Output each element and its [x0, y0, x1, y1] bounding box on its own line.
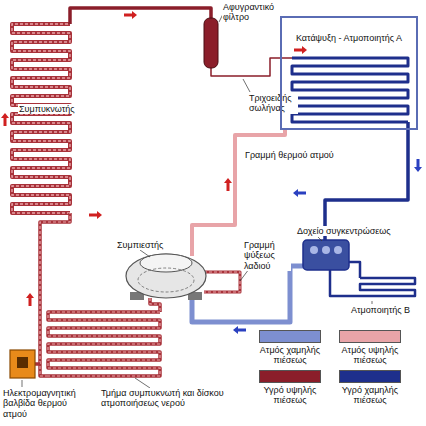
dryer-filter — [204, 18, 218, 68]
flow-arrow — [293, 189, 306, 197]
part-label: Αφυγραντικό φίλτρο — [222, 2, 284, 23]
legend-swatch — [339, 370, 401, 383]
evaporator-b-coil — [330, 270, 415, 296]
oil-cooling-line — [204, 272, 240, 292]
discharge-line — [150, 298, 160, 312]
evaporator-outlet — [325, 122, 408, 240]
leader-lines — [22, 12, 372, 388]
flow-arrow — [294, 46, 307, 54]
flow-arrow — [414, 159, 422, 172]
legend-swatch — [259, 370, 321, 383]
legend-text: Υγρό υψηλής πιέσεως — [254, 385, 326, 406]
drain-pan-coil-texture — [48, 312, 160, 376]
oil-cooling-line-texture — [204, 272, 240, 292]
part-label: Τριχοειδής σωλήνας — [248, 93, 298, 114]
part-label: Ηλεκτρομαγνητική βαλβίδα θερμού ατμού — [2, 388, 94, 419]
valve-tap — [35, 362, 40, 366]
part-label: Γραμμή ψύξεως λαδιού — [243, 240, 291, 271]
part-label: Δοχείο συγκεντρώσεως — [296, 226, 406, 236]
pipes — [12, 8, 415, 376]
node-title: Κατάψυξη - Ατμοποιητής Α — [293, 32, 405, 44]
legend-item: Υγρό υψηλής πιέσεως — [254, 370, 326, 406]
legend-swatch — [259, 330, 321, 343]
condenser-coil — [12, 24, 70, 213]
legend-text: Υγρό χαμηλής πιέσεως — [334, 385, 406, 406]
legend-text: Ατμός χαμηλής πιέσεως — [254, 345, 326, 366]
flow-arrow — [224, 178, 232, 191]
compressor — [126, 254, 206, 300]
legend-swatch — [339, 330, 401, 343]
flow-arrow — [124, 11, 137, 19]
condenser-feed — [40, 213, 70, 376]
flow-arrow — [1, 113, 9, 126]
condenser-feed-texture — [40, 213, 70, 376]
flow-arrow — [89, 211, 102, 219]
solenoid-valve — [10, 350, 35, 378]
hot-vapour-line — [192, 129, 285, 256]
part-label: Τμήμα συμπυκνωτή και δίσκου ατμοποιήσεως… — [100, 388, 240, 409]
discharge-line-texture — [150, 298, 160, 312]
flow-arrows — [1, 11, 422, 334]
accumulator — [303, 240, 349, 270]
legend-text: Ατμός υψηλής πιέσεως — [334, 345, 406, 366]
part-label: Ατμοποιητής Β — [350, 305, 422, 315]
drain-pan-coil — [48, 312, 160, 376]
part-label: Γραμμή θερμού ατμού — [244, 150, 344, 160]
legend-item: Ατμός χαμηλής πιέσεως — [254, 330, 326, 366]
flow-arrow — [233, 326, 246, 334]
evaporator-a-coil — [292, 58, 408, 122]
part-label: Συμπιεστής — [116, 240, 168, 250]
suction-line — [192, 266, 303, 322]
part-label: Συμπυκνωτής — [18, 104, 80, 114]
liquid-line — [70, 8, 211, 24]
evaporator-b-inlet — [349, 262, 360, 278]
condenser-coil-texture — [12, 24, 70, 213]
evaporator-box: Κατάψυξη - Ατμοποιητής Α — [280, 16, 418, 130]
legend-item: Υγρό χαμηλής πιέσεως — [334, 370, 406, 406]
legend-item: Ατμός υψηλής πιέσεως — [334, 330, 406, 366]
flow-arrow — [26, 293, 34, 306]
